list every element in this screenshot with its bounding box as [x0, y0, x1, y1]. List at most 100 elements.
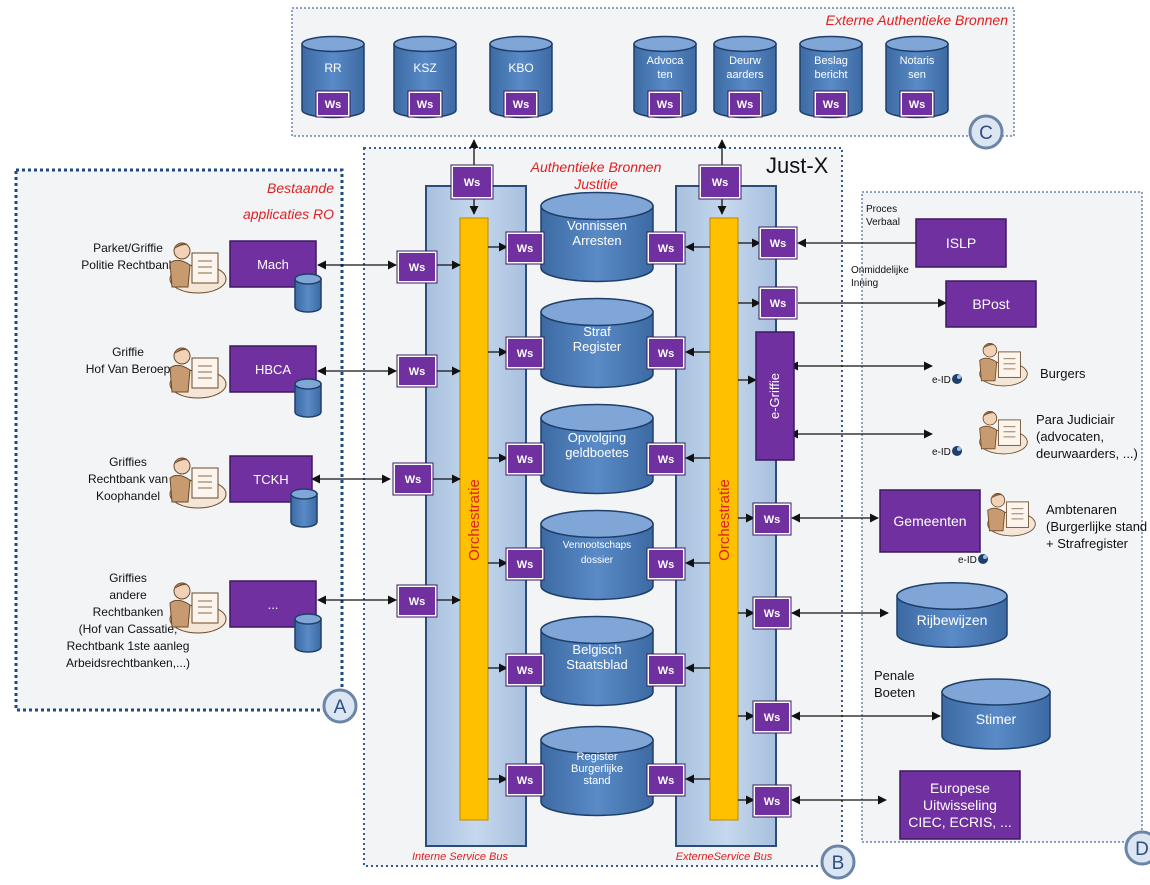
justice-source-label: stand — [584, 775, 611, 787]
existing-app-actor-label: Griffies — [109, 571, 147, 585]
ws-label: Ws — [658, 243, 675, 255]
existing-app-actor-label: Rechtbank 1ste aanleg — [67, 639, 190, 653]
eid-chip-icon — [952, 374, 962, 384]
ws-justice-right-5: Ws — [646, 763, 686, 797]
ws-label: Ws — [409, 366, 426, 378]
ambtenaren-user-icon — [987, 492, 1036, 537]
ws-label: Ws — [417, 99, 434, 111]
e-griffie-label: e-Griffie — [767, 373, 782, 419]
internal-bus-label: Interne Service Bus — [412, 851, 508, 863]
justice-source-label: Arresten — [572, 233, 621, 248]
ws-justice-right-0: Ws — [646, 231, 686, 265]
ws-internal-app-1: Ws — [396, 354, 438, 388]
ws-label: Ws — [712, 177, 729, 189]
ws-label: Ws — [658, 775, 675, 787]
ws-label: Ws — [517, 454, 534, 466]
app-database — [294, 378, 322, 418]
ws-internal-top: Ws — [450, 164, 494, 200]
ws-label: Ws — [909, 99, 926, 111]
just-x-brand: Just-X — [766, 153, 829, 178]
existing-app-actor-label: Parket/Griffie — [93, 241, 163, 255]
para-user-icon — [979, 410, 1028, 455]
ws-justice-left-4: Ws — [505, 653, 545, 687]
panel-badge-c: C — [968, 114, 1004, 150]
existing-app-actor-label: Rechtbank van — [88, 472, 168, 486]
ws-justice-left-1: Ws — [505, 336, 545, 370]
existing-app-actor-label: Politie Rechtbank — [81, 258, 175, 272]
user-icon — [169, 457, 227, 509]
ws-label: Ws — [513, 99, 530, 111]
external-source-label: ten — [657, 69, 672, 81]
existing-app-actor-label: Koophandel — [96, 489, 160, 503]
ws-label: Ws — [658, 348, 675, 360]
stimer-label: Stimer — [976, 711, 1017, 727]
existing-app-actor-label: (Hof van Cassatie, — [79, 622, 178, 636]
islp-note: Proces — [866, 204, 897, 215]
justice-panel-title-1: Authentieke Bronnen — [530, 159, 662, 175]
badge-letter: D — [1135, 839, 1149, 860]
stimer-note: Penale — [874, 668, 914, 683]
external-source-label: Deurw — [729, 55, 761, 67]
internal-orchestration-label: Orchestratie — [466, 479, 483, 561]
app-name: TCKH — [253, 472, 288, 487]
external-source-label: RR — [324, 61, 342, 75]
burgers-eid: e-ID — [932, 374, 962, 386]
panel-badge-b: B — [820, 844, 856, 880]
ws-label: Ws — [737, 99, 754, 111]
external-sources: RRWsKSZWsKBOWsAdvocatenWsDeurwaardersWsB… — [301, 35, 949, 119]
justice-source-label: Vonnissen — [567, 218, 627, 233]
ws-label: Ws — [464, 177, 481, 189]
ws-justice-left-0: Ws — [505, 231, 545, 265]
existing-app-actor-label: Griffies — [109, 455, 147, 469]
ambtenaren-label: + Strafregister — [1046, 536, 1129, 551]
ws-label: Ws — [658, 665, 675, 677]
justice-source-label: Staatsblad — [566, 657, 627, 672]
eid-label: e-ID — [932, 447, 951, 458]
panel-badge-a: A — [322, 688, 358, 724]
badge-letter: C — [979, 123, 993, 144]
ws-external-out-0: Ws — [758, 226, 798, 260]
ws-label: Ws — [770, 298, 787, 310]
ws-label: Ws — [405, 474, 422, 486]
justice-source-label: Register — [573, 339, 622, 354]
ws-label: Ws — [764, 514, 781, 526]
ws-external-out-2: Ws — [752, 502, 792, 536]
ws-external-top: Ws — [698, 164, 742, 200]
external-source-label: Beslag — [814, 55, 848, 67]
external-source-label: Notaris — [900, 55, 935, 67]
ws-label: Ws — [517, 559, 534, 571]
badge-letter: A — [334, 697, 347, 718]
e-griffie: e-Griffie — [755, 331, 795, 461]
ws-justice-left-3: Ws — [505, 547, 545, 581]
external-source-ws: Ws — [899, 90, 935, 118]
user-icon — [169, 582, 227, 634]
ws-label: Ws — [658, 559, 675, 571]
justice-source-label: geldboetes — [565, 445, 629, 460]
para-eid: e-ID — [932, 446, 962, 458]
ws-internal-app-2: Ws — [392, 462, 434, 496]
ws-internal-app-0: Ws — [396, 250, 438, 284]
ws-label: Ws — [409, 262, 426, 274]
justice-source-label: Straf — [583, 324, 611, 339]
ws-label: Ws — [764, 796, 781, 808]
justice-panel-title-2: Justitie — [573, 176, 618, 192]
rijbewijzen-label: Rijbewijzen — [917, 612, 988, 628]
external-orchestration-bar — [709, 217, 739, 821]
ws-justice-right-3: Ws — [646, 547, 686, 581]
para-label: (advocaten, — [1036, 429, 1104, 444]
external-parties: ISLPProcesVerbaalBPostOnmiddelijkeInning… — [851, 204, 1147, 840]
panel-badge-d: D — [1124, 830, 1150, 866]
external-source-label: sen — [908, 69, 926, 81]
ws-external-out-4: Ws — [752, 700, 792, 734]
eid-label: e-ID — [932, 375, 951, 386]
